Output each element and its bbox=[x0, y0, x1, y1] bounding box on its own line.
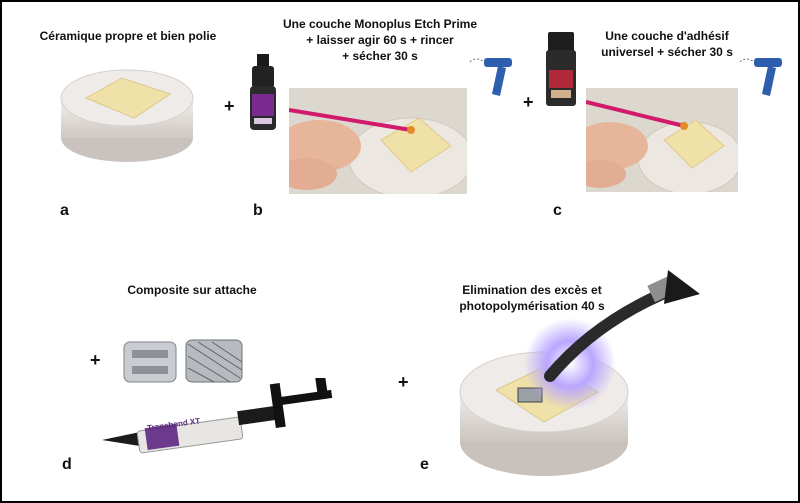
plus-sign-3: + bbox=[90, 350, 101, 370]
etch-prime-bottle-image bbox=[250, 54, 276, 130]
caption-e: Elimination des excès et photopolymérisa… bbox=[459, 283, 605, 313]
label-c: c bbox=[553, 202, 562, 219]
caption-c: Une couche d'adhésif universel + sécher … bbox=[601, 29, 733, 59]
plus-sign-2: + bbox=[523, 92, 534, 112]
label-b: b bbox=[253, 202, 263, 219]
label-d: d bbox=[62, 456, 72, 473]
adhesive-application-photo-c bbox=[586, 88, 738, 192]
light-curing-photo-e bbox=[459, 270, 700, 476]
label-e: e bbox=[420, 456, 429, 473]
universal-adhesive-bottle-image bbox=[546, 32, 576, 106]
caption-b: Une couche Monoplus Etch Prime + laisser… bbox=[282, 17, 478, 63]
caption-d: Composite sur attache bbox=[127, 283, 257, 297]
orthodontic-brackets-image bbox=[123, 339, 243, 383]
ceramic-sample-image-a bbox=[60, 69, 194, 162]
etch-application-photo-b bbox=[289, 88, 467, 194]
air-syringe-icon bbox=[739, 58, 782, 96]
air-syringe-icon bbox=[469, 58, 512, 96]
caption-a: Céramique propre et bien polie bbox=[39, 29, 217, 43]
composite-syringe-image bbox=[102, 378, 333, 454]
label-a: a bbox=[60, 202, 69, 219]
plus-sign-1: + bbox=[224, 96, 235, 116]
plus-sign-4: + bbox=[398, 372, 409, 392]
